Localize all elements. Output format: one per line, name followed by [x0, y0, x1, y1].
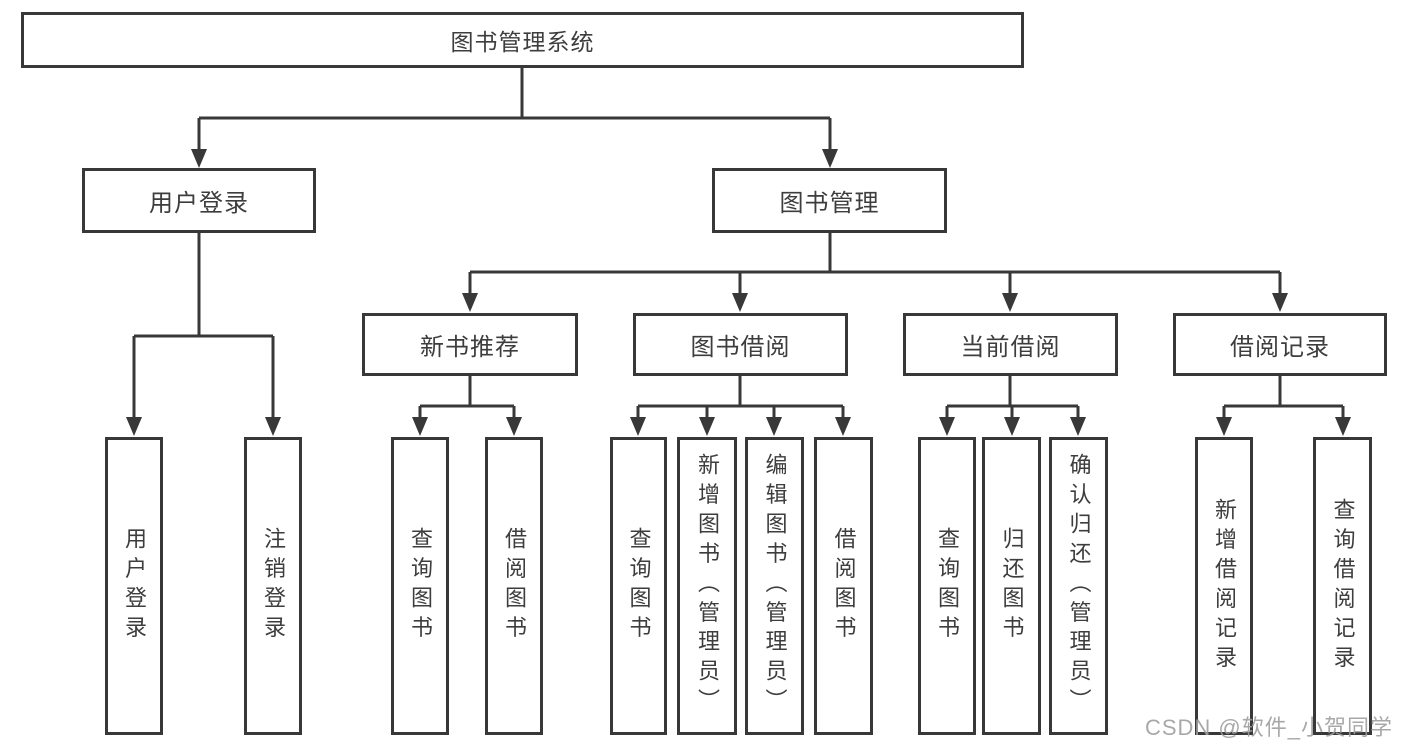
branch-user-login-label: 用户登录 — [149, 190, 249, 217]
leaf-add-book-admin-label: 新增图书（管理员） — [695, 453, 720, 719]
leaf-recommend-query-book: 查询图书 — [391, 437, 449, 735]
leaf-query-borrow-record: 查询借阅记录 — [1313, 437, 1372, 735]
leaf-borrow-query-book: 查询图书 — [610, 437, 667, 735]
section-current-borrow: 当前借阅 — [903, 313, 1118, 376]
section-book-borrow-label: 图书借阅 — [690, 334, 791, 361]
leaf-recommend-borrow-book: 借阅图书 — [485, 437, 543, 735]
watermark: CSDN @软件_小贺同学 — [1144, 715, 1393, 740]
leaf-user-login: 用户登录 — [105, 437, 163, 735]
branch-book-management: 图书管理 — [712, 168, 947, 233]
branch-book-management-label: 图书管理 — [779, 190, 880, 217]
leaf-confirm-return-admin-label: 确认归还（管理员） — [1066, 453, 1092, 719]
leaf-recommend-query-book-label: 查询图书 — [408, 527, 433, 645]
leaf-borrow-book-label: 借阅图书 — [831, 527, 857, 645]
leaf-return-book: 归还图书 — [982, 437, 1041, 735]
leaf-edit-book-admin: 编辑图书（管理员） — [745, 437, 804, 735]
leaf-add-book-admin: 新增图书（管理员） — [677, 437, 737, 735]
leaf-borrow-book: 借阅图书 — [814, 437, 873, 735]
section-new-book-recommend-label: 新书推荐 — [420, 334, 520, 361]
leaf-current-query-book: 查询图书 — [918, 437, 976, 735]
leaf-return-book-label: 归还图书 — [999, 527, 1025, 645]
arrowheads — [126, 149, 1351, 436]
leaf-logout: 注销登录 — [244, 437, 302, 735]
section-borrow-record: 借阅记录 — [1173, 313, 1387, 376]
leaf-add-borrow-record-label: 新增借阅记录 — [1212, 497, 1237, 675]
section-borrow-record-label: 借阅记录 — [1230, 334, 1330, 361]
leaf-user-login-label: 用户登录 — [122, 527, 147, 645]
section-current-borrow-label: 当前借阅 — [960, 334, 1061, 361]
leaf-edit-book-admin-label: 编辑图书（管理员） — [762, 453, 788, 719]
section-book-borrow: 图书借阅 — [633, 313, 848, 376]
root-node-label: 图书管理系统 — [450, 29, 595, 55]
leaf-current-query-book-label: 查询图书 — [935, 527, 960, 645]
leaf-add-borrow-record: 新增借阅记录 — [1195, 437, 1253, 735]
leaf-query-borrow-record-label: 查询借阅记录 — [1330, 497, 1356, 675]
leaf-borrow-query-book-label: 查询图书 — [626, 527, 652, 645]
leaf-recommend-borrow-book-label: 借阅图书 — [502, 527, 527, 645]
leaf-confirm-return-admin: 确认归还（管理员） — [1049, 437, 1108, 735]
branch-user-login: 用户登录 — [82, 168, 316, 233]
root-node: 图书管理系统 — [21, 12, 1024, 68]
section-new-book-recommend: 新书推荐 — [362, 313, 578, 376]
leaf-logout-label: 注销登录 — [261, 527, 286, 645]
